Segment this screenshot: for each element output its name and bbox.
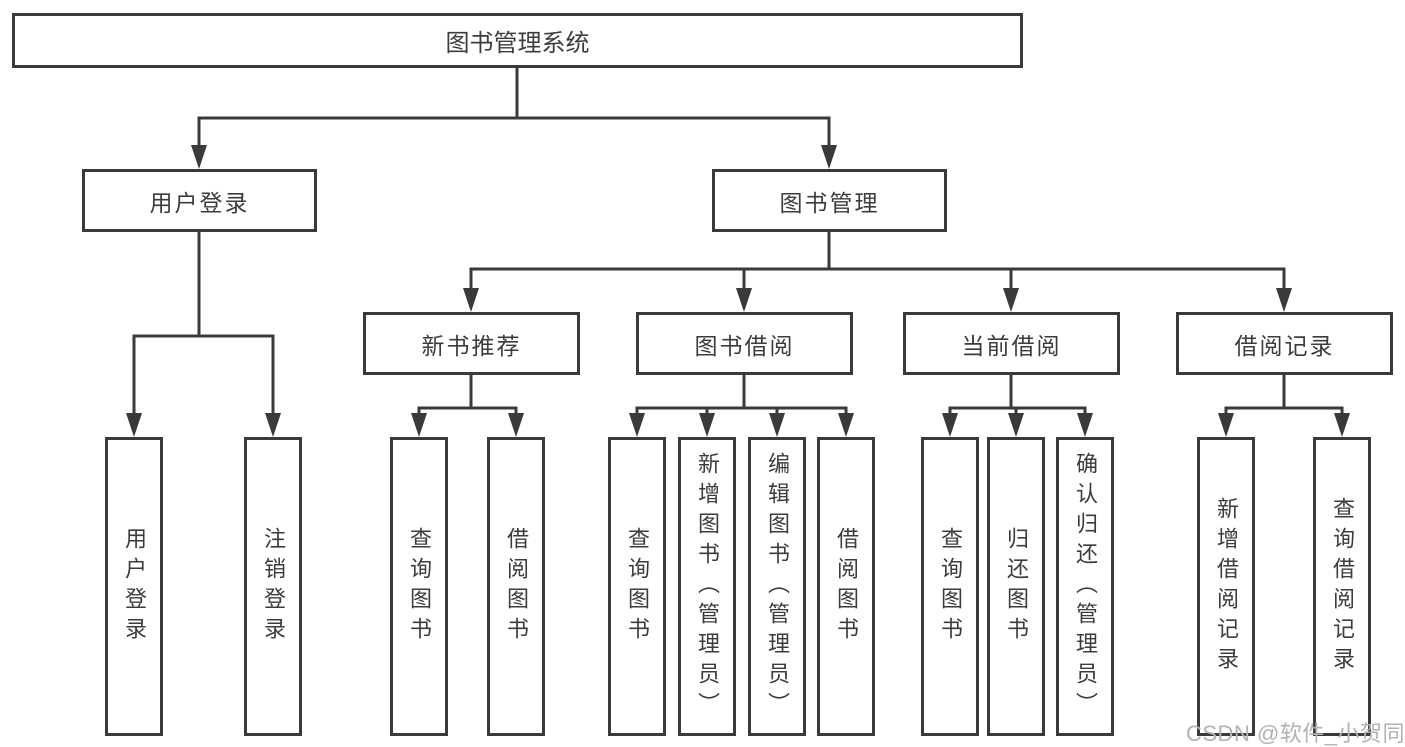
leaf-query-books-borrowing: 查询图书 [608, 437, 666, 736]
node-library-management-system: 图书管理系统 [12, 13, 1023, 68]
leaf-borrow-books-recommend: 借阅图书 [487, 437, 545, 736]
arrowheads [126, 145, 1350, 437]
leaf-logout: 注销登录 [244, 437, 302, 736]
leaf-confirm-return-admin: 确认归还（管理员） [1056, 437, 1114, 736]
leaf-query-borrow-record: 查询借阅记录 [1313, 437, 1371, 736]
node-new-book-recommendation: 新书推荐 [363, 312, 580, 375]
leaf-query-books-current: 查询图书 [921, 437, 979, 736]
leaf-add-borrow-record: 新增借阅记录 [1197, 437, 1255, 736]
node-book-management: 图书管理 [712, 169, 947, 232]
leaf-query-books-recommend: 查询图书 [390, 437, 448, 736]
leaf-return-books: 归还图书 [987, 437, 1045, 736]
leaf-user-login: 用户登录 [105, 437, 163, 736]
node-current-borrowing: 当前借阅 [903, 312, 1120, 375]
node-borrowing-records: 借阅记录 [1176, 312, 1393, 375]
leaf-edit-book-admin: 编辑图书（管理员） [748, 437, 806, 736]
connector-lines [132, 66, 1344, 417]
node-user-login-group: 用户登录 [82, 169, 317, 232]
leaf-add-book-admin: 新增图书（管理员） [678, 437, 736, 736]
node-book-borrowing: 图书借阅 [636, 312, 853, 375]
csdn-watermark: CSDN @软件_小贺同学 [1186, 721, 1405, 746]
leaf-borrow-books-borrowing: 借阅图书 [817, 437, 875, 736]
